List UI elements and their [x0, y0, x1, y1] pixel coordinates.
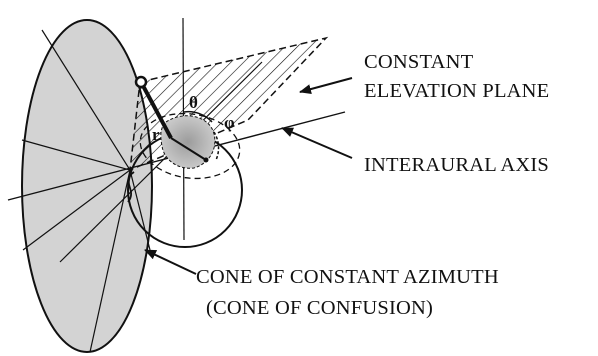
theta-symbol: θ	[189, 93, 198, 112]
center-dot	[203, 157, 209, 163]
interaural-axis-arrow	[281, 127, 353, 159]
cone-label-line1: CONE OF CONSTANT AZIMUTH	[196, 266, 499, 288]
cone-label-line2: (CONE OF CONFUSION)	[206, 297, 433, 319]
source-to-center	[170, 137, 207, 161]
elevation-plane-arrow	[299, 77, 353, 94]
interaural-axis-label: INTERAURAL AXIS	[364, 154, 549, 176]
shaded-projection	[160, 115, 216, 169]
cone-radial-lines	[21, 29, 151, 353]
cone-of-confusion-ellipse	[21, 19, 153, 353]
phi-arc	[213, 131, 220, 161]
diagonal-axis	[59, 61, 263, 263]
source-point	[134, 75, 148, 89]
phi-symbol: φ	[224, 113, 235, 132]
constant-elevation-label-line2: ELEVATION PLANE	[364, 80, 549, 102]
ear-mark	[127, 171, 135, 203]
constant-elevation-plane	[129, 36, 329, 172]
source-vector-r	[139, 81, 173, 139]
cone-arrow	[144, 249, 197, 275]
constant-elevation-label-line1: CONSTANT	[364, 51, 474, 73]
r-symbol: r	[152, 125, 160, 144]
dashed-inner-ellipse	[139, 112, 241, 180]
theta-arc	[183, 110, 213, 123]
